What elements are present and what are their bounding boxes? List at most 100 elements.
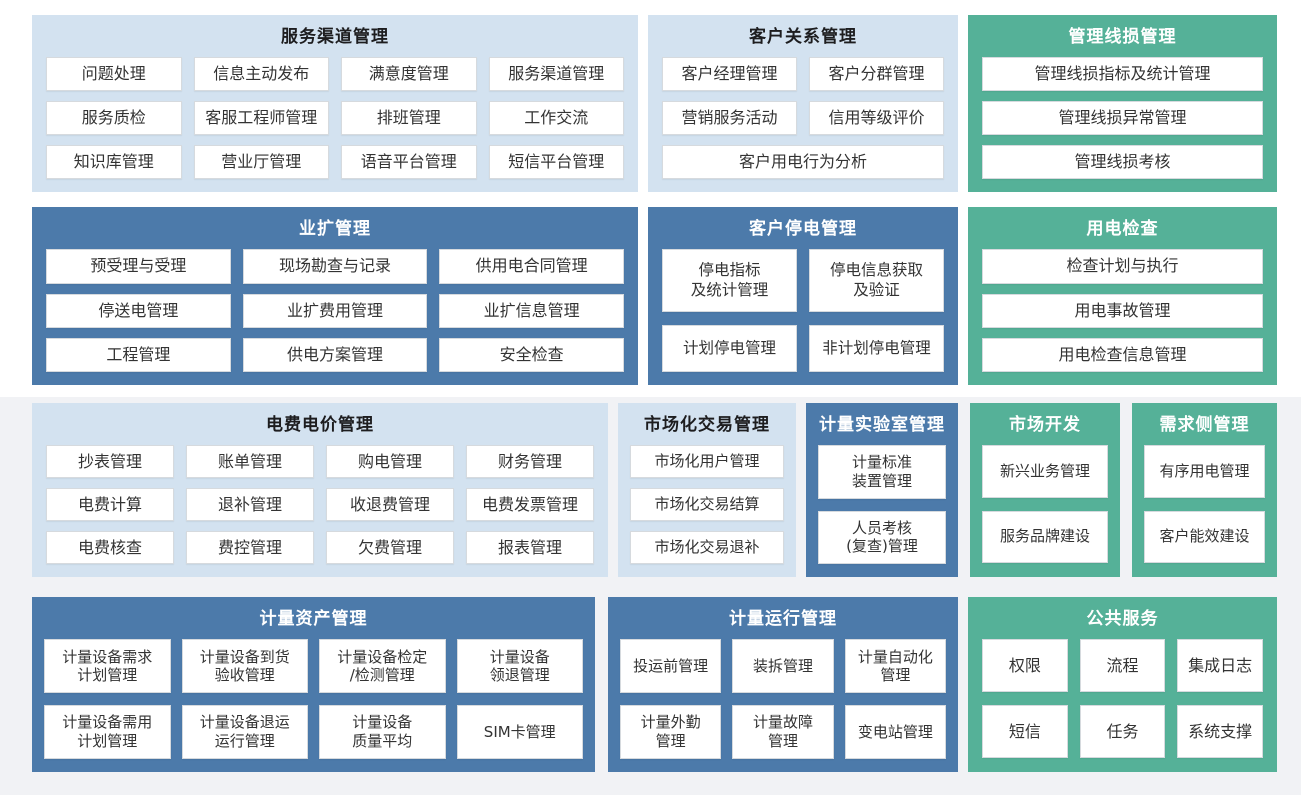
- block-electricity-usage-inspection: 用电检查 检查计划与执行 用电事故管理 用电检查信息管理: [968, 207, 1277, 385]
- module-item: 集成日志: [1177, 639, 1263, 693]
- block-market-development: 市场开发 新兴业务管理 服务品牌建设: [970, 403, 1120, 577]
- module-item: 市场化交易退补: [630, 531, 784, 564]
- module-item: 账单管理: [186, 445, 314, 479]
- module-item: 财务管理: [466, 445, 594, 479]
- module-grid: 权限 流程 集成日志 短信 任务 系统支撑: [968, 637, 1277, 772]
- block-metering-asset-management: 计量资产管理 计量设备需求 计划管理 计量设备到货 验收管理 计量设备检定 /检…: [32, 597, 595, 772]
- block-title: 计量运行管理: [729, 609, 837, 629]
- module-item: 电费计算: [46, 488, 174, 522]
- module-item: 市场化交易结算: [630, 488, 784, 522]
- module-item: 信息主动发布: [193, 57, 329, 92]
- block-metering-operation-management: 计量运行管理 投运前管理 装拆管理 计量自动化 管理 计量外勤 管理 计量故障 …: [608, 597, 958, 772]
- module-grid: 问题处理 信息主动发布 满意度管理 服务渠道管理 服务质检 客服工程师管理 排班…: [32, 55, 638, 192]
- module-item: 服务品牌建设: [982, 510, 1108, 563]
- module-item: 非计划停电管理: [809, 325, 944, 372]
- module-item: SIM卡管理: [456, 705, 583, 759]
- block-title: 计量实验室管理: [819, 415, 945, 435]
- module-item: 权限: [982, 639, 1068, 693]
- module-item: 计量外勤 管理: [620, 705, 722, 759]
- module-item: 计量设备退运 运行管理: [181, 705, 308, 759]
- module-item: 营业厅管理: [193, 145, 329, 179]
- block-market-trading-management: 市场化交易管理 市场化用户管理 市场化交易结算 市场化交易退补: [618, 403, 796, 577]
- module-item: 客户经理管理: [662, 57, 797, 92]
- module-item: 电费发票管理: [466, 488, 594, 522]
- module-grid: 投运前管理 装拆管理 计量自动化 管理 计量外勤 管理 计量故障 管理 变电站管…: [608, 637, 958, 772]
- module-item: 客户能效建设: [1144, 510, 1265, 563]
- module-grid: 客户经理管理 客户分群管理 营销服务活动 信用等级评价 客户用电行为分析: [648, 55, 958, 192]
- module-item: 计量设备需用 计划管理: [44, 705, 171, 759]
- block-metering-laboratory-management: 计量实验室管理 计量标准 装置管理 人员考核 (复查)管理: [806, 403, 958, 577]
- block-service-channel-management: 服务渠道管理 问题处理 信息主动发布 满意度管理 服务渠道管理 服务质检 客服工…: [32, 15, 638, 192]
- block-demand-side-management: 需求侧管理 有序用电管理 客户能效建设: [1132, 403, 1277, 577]
- block-title: 用电检查: [1086, 219, 1159, 239]
- block-title: 客户停电管理: [749, 219, 857, 239]
- module-item: 新兴业务管理: [982, 445, 1108, 498]
- module-item: 业扩费用管理: [242, 293, 428, 328]
- module-item: 任务: [1079, 705, 1166, 758]
- block-title: 公共服务: [1086, 609, 1159, 629]
- module-grid: 检查计划与执行 用电事故管理 用电检查信息管理: [968, 247, 1277, 385]
- module-item: 停电信息获取 及验证: [809, 249, 944, 313]
- module-item: 排班管理: [341, 101, 477, 136]
- module-item: 工程管理: [46, 337, 231, 372]
- block-title: 需求侧管理: [1159, 415, 1250, 435]
- module-item: 抄表管理: [46, 445, 174, 479]
- module-item: 计量设备 质量平均: [319, 705, 446, 759]
- module-item: 装拆管理: [732, 639, 834, 694]
- block-business-expansion-management: 业扩管理 预受理与受理 现场勘查与记录 供用电合同管理 停送电管理 业扩费用管理…: [32, 207, 638, 385]
- module-item: 用电检查信息管理: [982, 337, 1263, 372]
- module-item: 管理线损指标及统计管理: [982, 57, 1263, 92]
- module-item: 计量自动化 管理: [844, 639, 946, 694]
- module-item: 有序用电管理: [1144, 445, 1265, 498]
- module-item: 安全检查: [439, 337, 624, 372]
- module-item: 计量设备 领退管理: [456, 639, 583, 694]
- block-title: 电费电价管理: [266, 415, 374, 435]
- module-item: 业扩信息管理: [439, 293, 624, 328]
- module-item: 语音平台管理: [341, 145, 477, 179]
- module-item: 计量设备到货 验收管理: [181, 639, 308, 694]
- module-item: 收退费管理: [326, 488, 454, 522]
- module-item: 满意度管理: [341, 57, 477, 92]
- module-grid: 市场化用户管理 市场化交易结算 市场化交易退补: [618, 443, 796, 577]
- module-item: 投运前管理: [620, 639, 722, 694]
- module-item: 流程: [1079, 639, 1166, 693]
- module-grid: 新兴业务管理 服务品牌建设: [970, 443, 1120, 577]
- module-item: 检查计划与执行: [982, 249, 1263, 284]
- module-item: 预受理与受理: [46, 249, 231, 284]
- module-item: 购电管理: [326, 445, 454, 479]
- module-item: 停电指标 及统计管理: [662, 249, 797, 313]
- module-item: 工作交流: [488, 101, 624, 136]
- module-item: 欠费管理: [326, 531, 454, 564]
- module-item: 客户分群管理: [809, 57, 944, 92]
- module-grid: 计量标准 装置管理 人员考核 (复查)管理: [806, 443, 958, 577]
- module-item: 人员考核 (复查)管理: [818, 510, 946, 564]
- block-title: 市场开发: [1009, 415, 1081, 435]
- module-item: 计量标准 装置管理: [818, 445, 946, 499]
- module-item: 供用电合同管理: [439, 249, 624, 284]
- module-grid: 有序用电管理 客户能效建设: [1132, 443, 1277, 577]
- module-item: 客服工程师管理: [193, 101, 329, 136]
- module-item: 管理线损考核: [982, 145, 1263, 179]
- module-grid: 管理线损指标及统计管理 管理线损异常管理 管理线损考核: [968, 55, 1277, 192]
- module-item: 停送电管理: [46, 293, 231, 328]
- module-grid: 计量设备需求 计划管理 计量设备到货 验收管理 计量设备检定 /检测管理 计量设…: [32, 637, 595, 772]
- module-item: 系统支撑: [1177, 705, 1263, 758]
- module-item: 计量故障 管理: [732, 705, 834, 759]
- module-item: 服务质检: [46, 101, 182, 136]
- block-customer-outage-management: 客户停电管理 停电指标 及统计管理 停电信息获取 及验证 计划停电管理 非计划停…: [648, 207, 958, 385]
- block-customer-relationship-management: 客户关系管理 客户经理管理 客户分群管理 营销服务活动 信用等级评价 客户用电行…: [648, 15, 958, 192]
- module-item: 用电事故管理: [982, 293, 1263, 328]
- module-item: 报表管理: [466, 531, 594, 564]
- module-item: 短信平台管理: [488, 145, 624, 179]
- module-item: 费控管理: [186, 531, 314, 564]
- module-item: 现场勘查与记录: [242, 249, 428, 284]
- module-grid: 抄表管理 账单管理 购电管理 财务管理 电费计算 退补管理 收退费管理 电费发票…: [32, 443, 608, 577]
- module-item: 问题处理: [46, 57, 182, 92]
- block-title: 客户关系管理: [749, 27, 857, 47]
- block-tariff-management: 电费电价管理 抄表管理 账单管理 购电管理 财务管理 电费计算 退补管理 收退费…: [32, 403, 608, 577]
- block-title: 市场化交易管理: [644, 415, 770, 435]
- module-item: 短信: [982, 705, 1068, 758]
- module-item: 计量设备需求 计划管理: [44, 639, 171, 694]
- module-item: 营销服务活动: [662, 101, 797, 136]
